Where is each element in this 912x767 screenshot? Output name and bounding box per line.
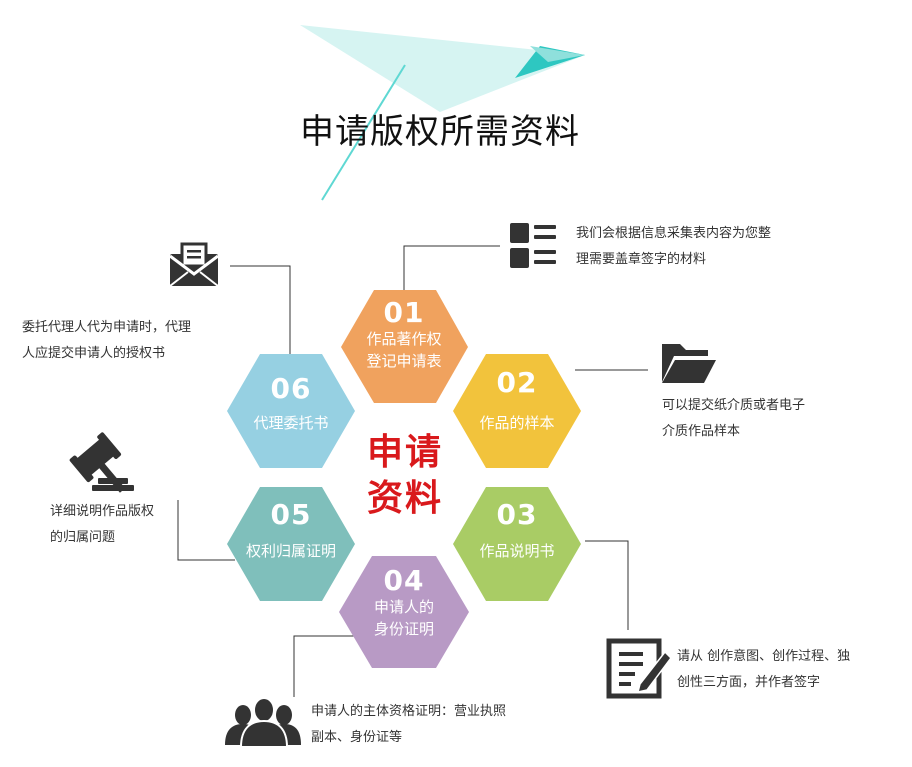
hexagon-label-02: 02 作品的样本 xyxy=(467,368,567,434)
hexagon-number-03: 03 xyxy=(496,498,538,531)
connector-01 xyxy=(403,245,500,290)
hexagon-label-04: 04 申请人的 身份证明 xyxy=(354,566,454,640)
hexagon-02 xyxy=(453,354,581,468)
page-title: 申请版权所需资料 xyxy=(300,112,580,152)
description-01: 我们会根据信息采集表内容为您整 理需要盖章签字的材料 xyxy=(576,221,771,273)
hexagon-text-03-line1: 作品说明书 xyxy=(479,542,555,560)
hexagon-text-04-line2: 身份证明 xyxy=(373,620,434,638)
hexagon-text-01-line2: 登记申请表 xyxy=(366,352,442,370)
hexagon-number-04: 04 xyxy=(383,564,425,597)
description-03-line1: 请从 创作意图、创作过程、独 xyxy=(677,649,851,664)
gavel-icon xyxy=(69,432,134,493)
description-02-line1: 可以提交纸介质或者电子 xyxy=(662,398,806,413)
plane-wing-mid xyxy=(530,46,585,62)
plane-wing-light xyxy=(300,25,585,112)
description-06: 委托代理人代为申请时，代理 人应提交申请人的授权书 xyxy=(22,315,191,367)
envelope-icon xyxy=(169,242,219,287)
description-03: 请从 创作意图、创作过程、独 创性三方面，并作者签字 xyxy=(677,644,850,696)
description-03-line2: 创性三方面，并作者签字 xyxy=(677,675,821,690)
description-04-line1: 申请人的主体资格证明：营业执照 xyxy=(311,704,507,719)
description-02: 可以提交纸介质或者电子 介质作品样本 xyxy=(662,393,805,445)
description-05-line1: 详细说明作品版权 xyxy=(50,504,155,519)
hexagon-text-04-line1: 申请人的 xyxy=(373,598,434,616)
people-icon xyxy=(225,697,301,748)
hexagon-text-01-line1: 作品著作权 xyxy=(366,330,442,348)
description-05-line2: 的归属问题 xyxy=(50,530,116,545)
connector-03 xyxy=(585,540,629,630)
hexagon-number-01: 01 xyxy=(383,296,425,329)
hexagon-label-05: 05 权利归属证明 xyxy=(236,500,346,562)
hexagon-03 xyxy=(453,487,581,601)
description-04: 申请人的主体资格证明：营业执照 副本、身份证等 xyxy=(311,699,506,751)
hexagon-label-03: 03 作品说明书 xyxy=(467,500,567,562)
hexagon-text-05-line1: 权利归属证明 xyxy=(245,542,336,560)
center-label-line1: 申请 xyxy=(366,432,443,473)
description-06-line2: 人应提交申请人的授权书 xyxy=(22,346,166,361)
plane-trail xyxy=(321,64,406,201)
hexagon-05 xyxy=(227,487,355,601)
hexagon-text-06-line1: 代理委托书 xyxy=(253,414,329,432)
description-01-line1: 我们会根据信息采集表内容为您整 xyxy=(576,226,772,241)
connector-06 xyxy=(230,265,291,355)
description-05: 详细说明作品版权 的归属问题 xyxy=(50,499,154,551)
hexagon-04 xyxy=(339,556,469,668)
center-label: 申请 资料 xyxy=(360,430,450,522)
list-icon xyxy=(510,223,556,268)
description-02-line2: 介质作品样本 xyxy=(662,424,741,439)
connector-05 xyxy=(177,500,235,561)
paper-plane-icon xyxy=(300,25,585,201)
hexagon-number-06: 06 xyxy=(270,372,312,405)
description-04-line2: 副本、身份证等 xyxy=(311,730,403,745)
connector-lines xyxy=(177,245,648,697)
folder-icon xyxy=(662,344,716,383)
hexagon-text-02-line1: 作品的样本 xyxy=(479,414,555,432)
edit-document-icon xyxy=(606,638,672,699)
hexagons xyxy=(227,290,581,668)
hexagon-01 xyxy=(341,290,468,403)
hexagon-label-01: 01 作品著作权 登记申请表 xyxy=(354,298,454,372)
hexagon-number-05: 05 xyxy=(270,498,312,531)
hexagon-label-06: 06 代理委托书 xyxy=(241,374,341,434)
description-06-line1: 委托代理人代为申请时，代理 xyxy=(22,320,192,335)
description-01-line2: 理需要盖章签字的材料 xyxy=(576,252,707,267)
center-label-line2: 资料 xyxy=(366,478,443,519)
hexagon-06 xyxy=(227,354,355,468)
hexagon-number-02: 02 xyxy=(496,366,538,399)
